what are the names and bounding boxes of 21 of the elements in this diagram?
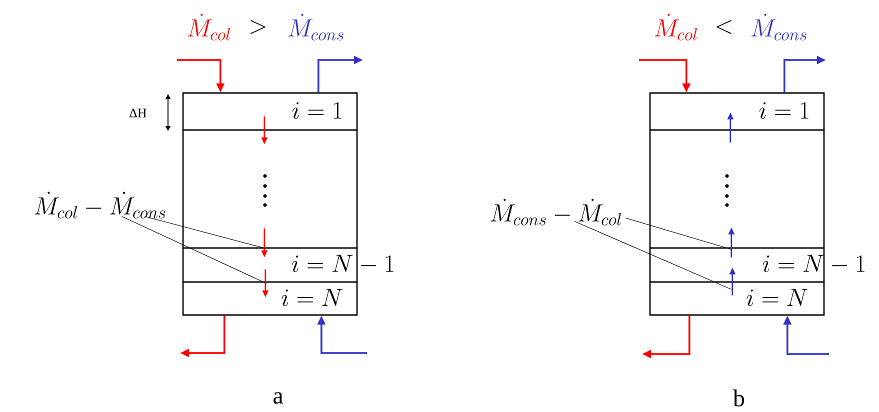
flow-label: $\dot{M}_{cons} - \dot{M}_{col}$	[490, 198, 621, 226]
flow-label: $\dot{M}_{col} - \dot{M}_{cons}$	[34, 192, 166, 218]
layer-box: $i = N$	[649, 281, 825, 316]
leader-line	[144, 216, 266, 249]
formula-label: $\dot{M}_{col}$	[654, 14, 697, 40]
formula-label: $\dot{M}_{cons}$	[288, 14, 344, 40]
layer-box: $i = N$	[182, 281, 358, 316]
section-box	[182, 129, 358, 249]
leader-line	[574, 221, 732, 290]
formula-label: $\dot{M}_{cons}$	[751, 14, 806, 40]
section-box	[649, 129, 825, 249]
formula-label: $<$	[716, 20, 732, 34]
formula-label: $\dot{M}_{col}$	[188, 14, 230, 40]
leader-line	[121, 216, 267, 284]
dimension-label: ΔH	[130, 108, 146, 118]
layer-box: $i = 1$	[649, 92, 825, 131]
formula-label: $>$	[250, 20, 266, 34]
leader-line	[625, 218, 732, 250]
layer-box: $i = 1$	[182, 92, 358, 131]
caption-label: b	[733, 390, 744, 406]
caption-label: a	[274, 392, 283, 404]
